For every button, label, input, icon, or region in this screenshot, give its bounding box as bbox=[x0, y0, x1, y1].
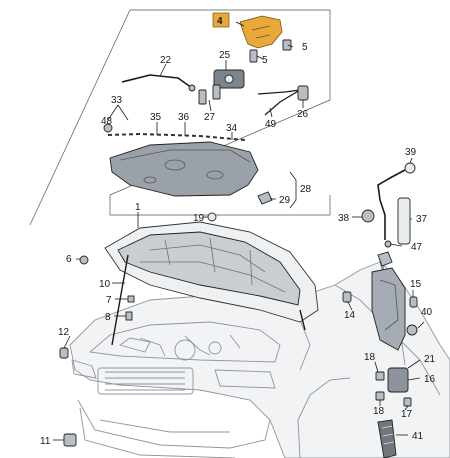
label-34: 34 bbox=[226, 123, 238, 134]
label-17: 17 bbox=[401, 409, 413, 420]
label-48: 48 bbox=[101, 116, 113, 127]
label-25: 25 bbox=[219, 50, 231, 61]
latch-bolts bbox=[198, 84, 221, 105]
nut-6 bbox=[79, 255, 89, 265]
label-38: 38 bbox=[338, 213, 350, 224]
bracket-11 bbox=[63, 433, 77, 447]
hood-insulation-mat bbox=[109, 141, 259, 197]
clip-48 bbox=[103, 123, 113, 133]
bolt-7 bbox=[127, 295, 135, 303]
label-7: 7 bbox=[106, 295, 112, 306]
clip-8 bbox=[125, 311, 133, 321]
label-6: 6 bbox=[66, 254, 72, 265]
label-49: 49 bbox=[265, 119, 277, 130]
car-body bbox=[69, 261, 450, 458]
label-12: 12 bbox=[58, 327, 70, 338]
label-10: 10 bbox=[99, 279, 111, 290]
label-47: 47 bbox=[411, 242, 423, 253]
washer-hose-group bbox=[361, 162, 416, 248]
buffer-12 bbox=[59, 347, 69, 359]
bracket-13-part bbox=[377, 251, 393, 267]
label-4: 4 bbox=[217, 16, 223, 27]
label-5a: 5 bbox=[302, 42, 308, 53]
label-27: 27 bbox=[204, 112, 216, 123]
side-bracket bbox=[342, 267, 418, 351]
lock-carrier-highlighted bbox=[239, 15, 283, 49]
label-28: 28 bbox=[300, 184, 312, 195]
contact-switch-cable bbox=[257, 89, 301, 116]
hood-seal-strip bbox=[107, 132, 246, 141]
label-5b: 5 bbox=[262, 55, 268, 66]
contact-switch bbox=[297, 85, 309, 101]
label-18a: 18 bbox=[364, 352, 376, 363]
label-18b: 18 bbox=[373, 406, 385, 417]
label-39: 39 bbox=[405, 147, 417, 158]
label-8: 8 bbox=[105, 312, 111, 323]
label-11: 11 bbox=[40, 436, 51, 447]
callout-labels: 4 5 5 25 22 27 49 26 33 48 35 36 34 28 2… bbox=[40, 12, 436, 447]
hood-panel bbox=[104, 221, 319, 323]
label-19: 19 bbox=[193, 213, 205, 224]
assembly-plane-edge bbox=[29, 9, 131, 226]
label-21: 21 bbox=[424, 354, 436, 365]
label-41: 41 bbox=[412, 431, 424, 442]
leader-lines bbox=[53, 21, 425, 441]
bracket-29 bbox=[257, 191, 273, 205]
label-37: 37 bbox=[416, 214, 428, 225]
highlight-label-box bbox=[212, 12, 230, 28]
hood-latch bbox=[213, 69, 245, 89]
label-35: 35 bbox=[150, 112, 162, 123]
release-cable bbox=[121, 74, 193, 89]
assembly-plane-outline bbox=[109, 9, 331, 216]
label-16: 16 bbox=[424, 374, 436, 385]
label-40: 40 bbox=[421, 307, 433, 318]
label-15: 15 bbox=[410, 279, 422, 290]
grommet-19 bbox=[207, 212, 217, 222]
lower-lock-group bbox=[375, 367, 412, 458]
label-14: 14 bbox=[344, 310, 356, 321]
label-29: 29 bbox=[279, 195, 291, 206]
hood-prop-rod bbox=[111, 254, 129, 346]
label-22: 22 bbox=[160, 55, 172, 66]
label-26: 26 bbox=[297, 109, 309, 120]
hood-strut bbox=[299, 309, 306, 331]
label-1: 1 bbox=[135, 202, 141, 213]
label-36: 36 bbox=[178, 112, 190, 123]
cable-end bbox=[188, 84, 196, 92]
label-33: 33 bbox=[111, 95, 123, 106]
